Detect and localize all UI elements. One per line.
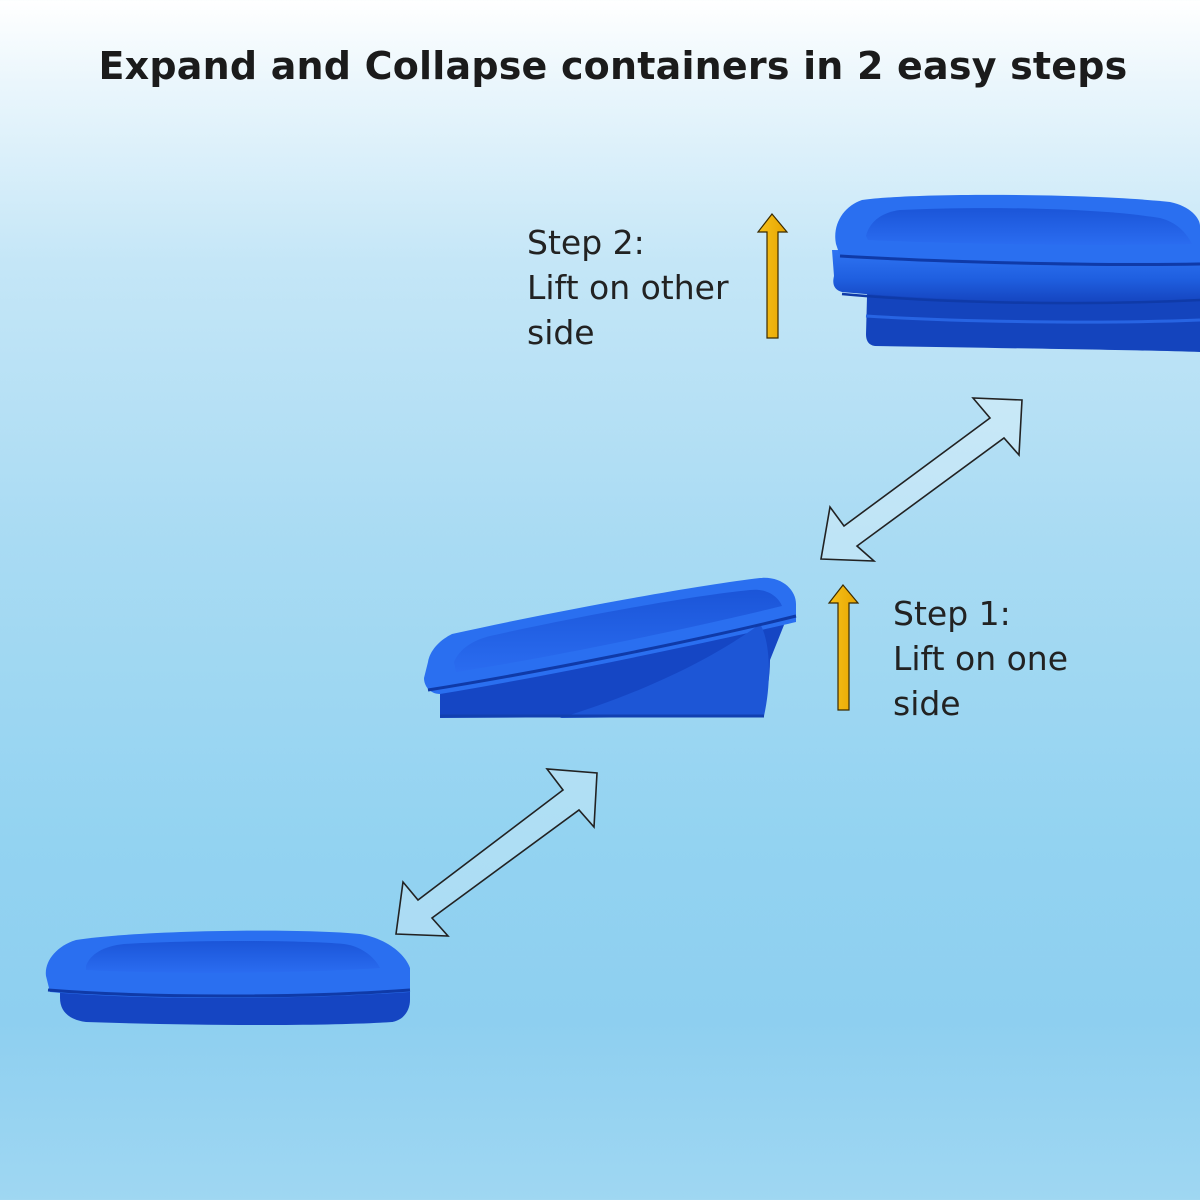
step1-label: Step 1: Lift on one side — [893, 591, 1068, 726]
double-arrow-icon — [820, 397, 1023, 562]
half-lifted-container — [424, 577, 797, 718]
step1-heading: Step 1: — [893, 594, 1011, 633]
up-arrow-icon — [756, 213, 789, 339]
expanded-container — [832, 194, 1200, 352]
page-title: Expand and Collapse containers in 2 easy… — [98, 44, 1128, 88]
step1-line2: side — [893, 684, 961, 723]
step2-heading: Step 2: — [527, 223, 645, 262]
step2-line2: side — [527, 313, 595, 352]
step1-line1: Lift on one — [893, 639, 1069, 678]
step2-label: Step 2: Lift on other side — [527, 220, 729, 355]
double-arrow-icon — [395, 768, 598, 937]
collapsed-container — [45, 930, 411, 1025]
up-arrow-icon — [827, 584, 860, 711]
step2-line1: Lift on other — [527, 268, 729, 307]
